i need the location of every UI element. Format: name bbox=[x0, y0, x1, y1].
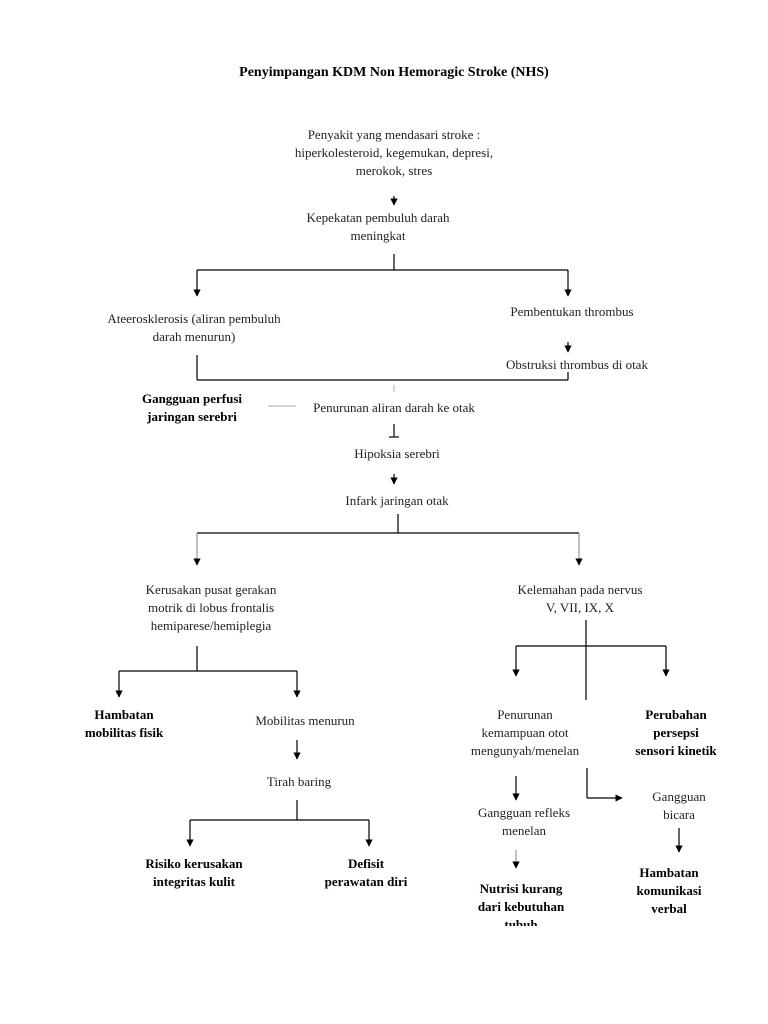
node-gangguan-bicara: Gangguan bicara bbox=[652, 789, 706, 822]
node-hipoksia: Hipoksia serebri bbox=[354, 446, 440, 461]
node-hambatan-komunikasi: Hambatan komunikasi verbal bbox=[636, 865, 702, 916]
node-gangguan-refleks: Gangguan refleks menelan bbox=[477, 805, 571, 838]
node-penurunan-aliran: Penurunan aliran darah ke otak bbox=[313, 400, 475, 415]
node-tirah-baring: Tirah baring bbox=[266, 774, 332, 789]
node-kelemahan: Kelemahan pada nervus V, VII, IX, X bbox=[517, 582, 643, 615]
node-risiko-kerusakan: Risiko kerusakan integritas kulit bbox=[145, 856, 243, 889]
node-penyakit: Penyakit yang mendasari stroke : hiperko… bbox=[294, 127, 494, 178]
node-obstruksi-thrombus: Obstruksi thrombus di otak bbox=[506, 357, 648, 372]
node-penurunan-kemampuan: Penurunan kemampuan otot mengunyah/menel… bbox=[470, 707, 580, 758]
node-nutrisi-kurang: Nutrisi kurang dari kebutuhan tubuh bbox=[477, 881, 565, 926]
node-gangguan-perfusi: Gangguan perfusi jaringan serebri bbox=[141, 391, 243, 424]
node-ateerosklerosis: Ateerosklerosis (aliran pembuluh darah m… bbox=[107, 311, 281, 344]
node-mobilitas-menurun: Mobilitas menurun bbox=[255, 713, 355, 728]
node-pembentukan-thrombus: Pembentukan thrombus bbox=[510, 304, 634, 319]
node-perubahan-persepsi: Perubahan persepsi sensori kinetik bbox=[635, 707, 717, 758]
page-title: Penyimpangan KDM Non Hemoragic Stroke (N… bbox=[239, 65, 549, 80]
node-kepekatan: Kepekatan pembuluh darah meningkat bbox=[306, 210, 450, 243]
node-kerusakan: Kerusakan pusat gerakan motrik di lobus … bbox=[145, 582, 277, 633]
node-defisit-perawatan: Defisit perawatan diri bbox=[324, 856, 408, 889]
node-hambatan-mobilitas: Hambatan mobilitas fisik bbox=[84, 707, 164, 740]
node-infark: Infark jaringan otak bbox=[345, 493, 449, 508]
